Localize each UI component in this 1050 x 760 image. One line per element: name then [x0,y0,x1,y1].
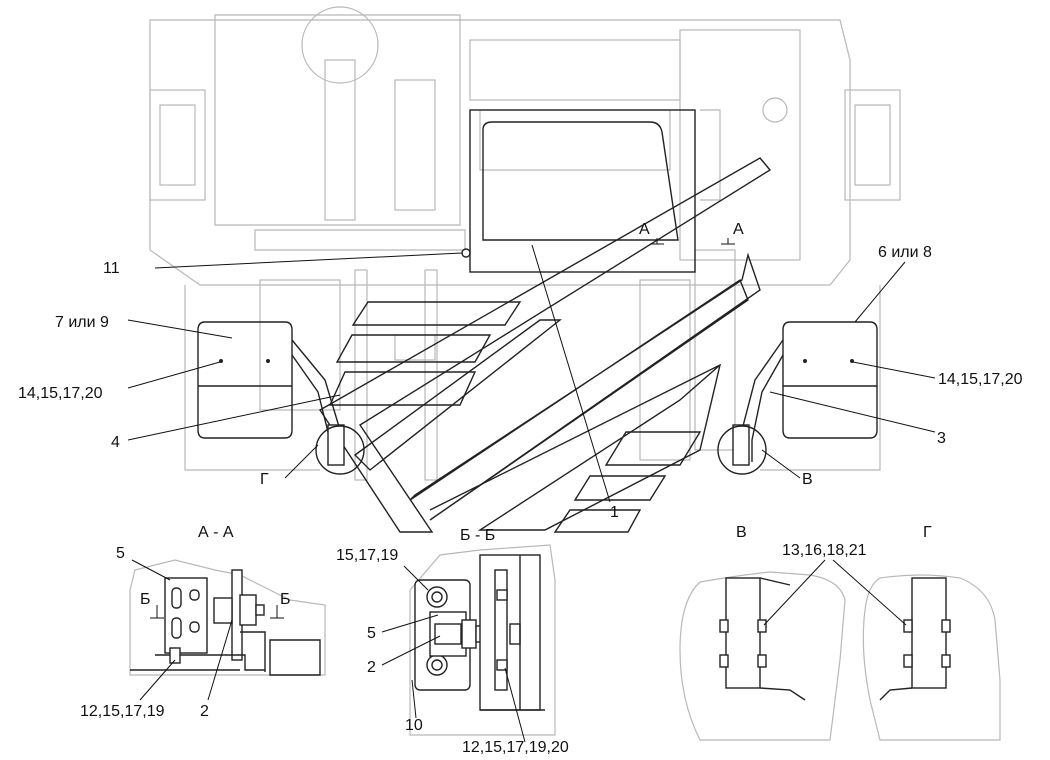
label-5-b: 5 [367,625,376,642]
label-11: 11 [103,260,120,277]
label-3: 3 [937,430,946,447]
label-1: 1 [610,504,619,521]
label-12-a: 12,15,17,19 [80,703,165,720]
detail-b-b [381,544,556,743]
part-labels: 1 2 2 3 4 5 5 6 или 8 7 или 9 10 11 12,1… [18,244,1023,756]
right-mirror [717,321,878,475]
mark-b-right: Б [280,591,291,608]
cab-background [149,6,901,481]
stripe-decals [319,157,772,533]
mark-a-right: А [733,221,744,238]
label-14-b: 14,15,17,20 [938,371,1023,388]
label-2-b: 2 [367,659,376,676]
label-5-a: 5 [116,545,125,562]
label-10: 10 [405,717,423,734]
section-a-marks [650,238,735,245]
mark-a-left: А [639,221,650,238]
left-mirror [197,321,365,475]
mark-b-left: Б [140,591,151,608]
detail-v [679,559,846,741]
title-b-b: Б - Б [460,527,495,544]
label-12-b: 12,15,17,19,20 [462,739,569,756]
label-14-a: 14,15,17,20 [18,385,103,402]
mark-g: Г [260,471,269,488]
label-7-or-9: 7 или 9 [55,314,109,331]
label-13: 13,16,18,21 [782,542,867,559]
title-a-a: А - А [198,524,234,541]
section-titles: А - А Б - Б В Г [198,524,932,544]
title-v: В [736,524,747,541]
label-15: 15,17,19 [336,547,398,564]
detail-g [832,559,1001,741]
windshield [461,109,696,273]
label-6-or-8: 6 или 8 [878,244,932,261]
mark-v: В [802,471,813,488]
leader-lines [127,244,936,503]
label-2-a: 2 [200,703,209,720]
section-marks: А А Г В Б Б [140,221,813,608]
title-g: Г [923,524,932,541]
label-4: 4 [111,434,120,451]
detail-a-a [129,559,326,701]
